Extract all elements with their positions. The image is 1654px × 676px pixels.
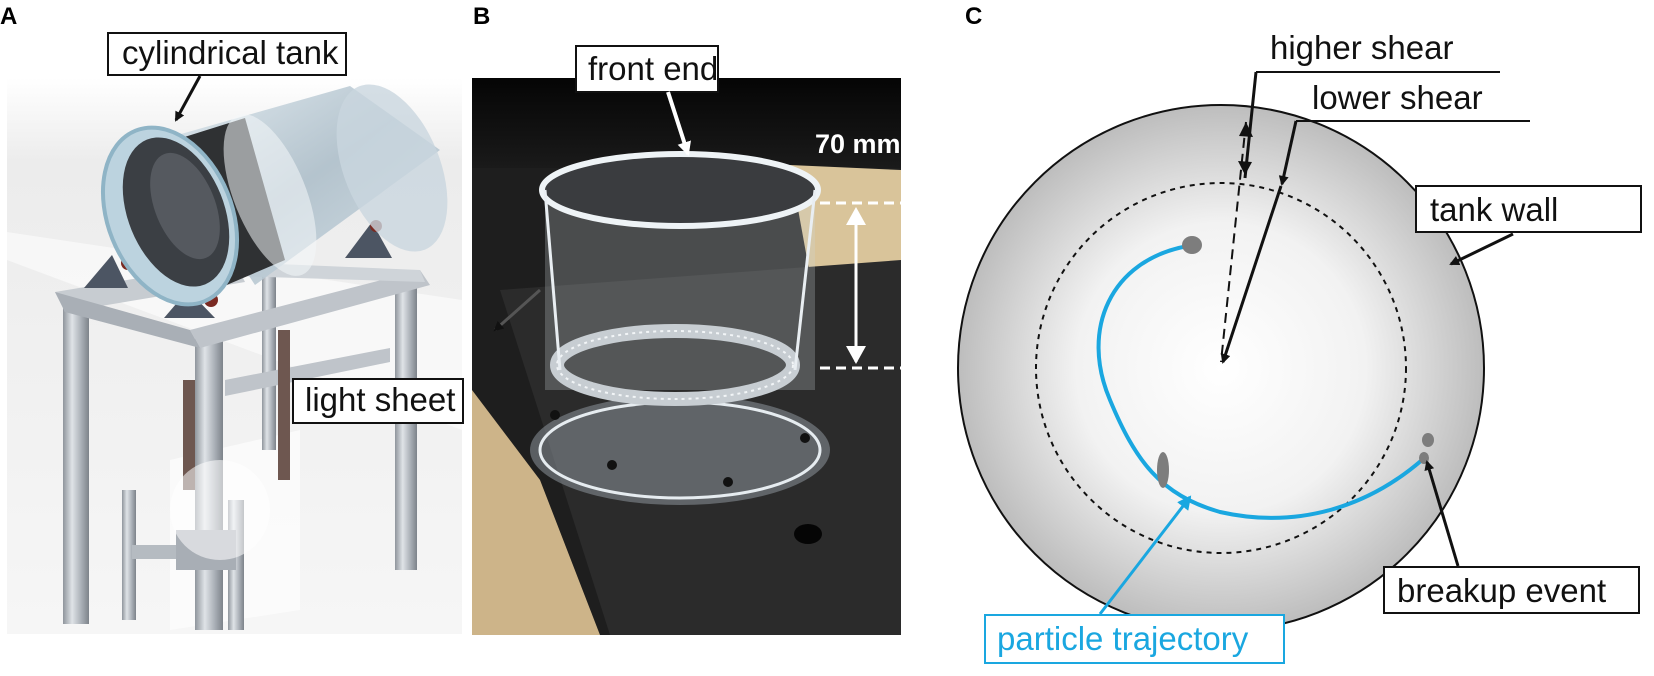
label-higher-shear: higher shear: [1270, 29, 1453, 66]
label-breakup-event: breakup event: [1397, 572, 1606, 609]
panel-a-letter: A: [0, 3, 17, 30]
drive-belt: [183, 380, 195, 490]
panel-b: B: [472, 3, 915, 635]
panel-a: A: [0, 3, 464, 634]
panel-b-photo: [472, 78, 901, 635]
particle-start: [1182, 236, 1202, 254]
label-lower-shear: lower shear: [1312, 79, 1483, 116]
board-hole: [794, 524, 822, 544]
label-light-sheet: light sheet: [305, 381, 455, 418]
label-front-end: front end: [588, 50, 718, 87]
callout-higher-shear: higher shear: [1238, 29, 1500, 179]
shear-boundary-circle: [1035, 182, 1407, 554]
lower-shear-leader: [1278, 120, 1298, 186]
trajectory-arrow: [1098, 495, 1192, 615]
fragment-1: [1422, 433, 1434, 447]
panel-b-letter: B: [473, 3, 490, 30]
label-tank-wall: tank wall: [1430, 191, 1558, 228]
acrylic-cylinder: [530, 151, 830, 505]
lower-shear-radius: [1220, 185, 1283, 364]
label-cylindrical-tank: cylindrical tank: [122, 34, 339, 71]
callout-breakup-event: breakup event: [1383, 460, 1640, 614]
particle-midpoint: [1157, 452, 1169, 488]
lower-optic: [170, 460, 270, 560]
panel-c: C higher shear lower shear tank wall: [957, 3, 1642, 664]
callout-lower-shear: lower shear: [1278, 79, 1530, 186]
panel-c-letter: C: [965, 3, 982, 30]
dimension-70mm: 70 mm: [815, 129, 915, 370]
drive-belt-right: [278, 330, 290, 480]
label-particle-trajectory: particle trajectory: [997, 620, 1249, 657]
front-end-arrow: [666, 91, 691, 156]
wooden-surface-left: [472, 390, 600, 635]
higher-shear-leader: [1243, 71, 1258, 179]
callout-front-end: front end: [575, 45, 719, 156]
panel-a-render: [7, 78, 462, 634]
side-arrow: [493, 288, 541, 332]
tank-wall-arrow: [1449, 232, 1514, 266]
label-70mm: 70 mm: [815, 129, 901, 159]
tank-arrow: [174, 75, 202, 122]
breakup-arrow: [1424, 460, 1460, 567]
callout-cylindrical-tank: cylindrical tank: [107, 32, 347, 122]
callout-tank-wall: tank wall: [1415, 185, 1642, 266]
callout-particle-trajectory: particle trajectory: [984, 495, 1285, 664]
cylindrical-tank-render: [100, 84, 448, 307]
callout-light-sheet: light sheet: [292, 378, 464, 424]
particle-trajectory-path: [1096, 244, 1424, 520]
